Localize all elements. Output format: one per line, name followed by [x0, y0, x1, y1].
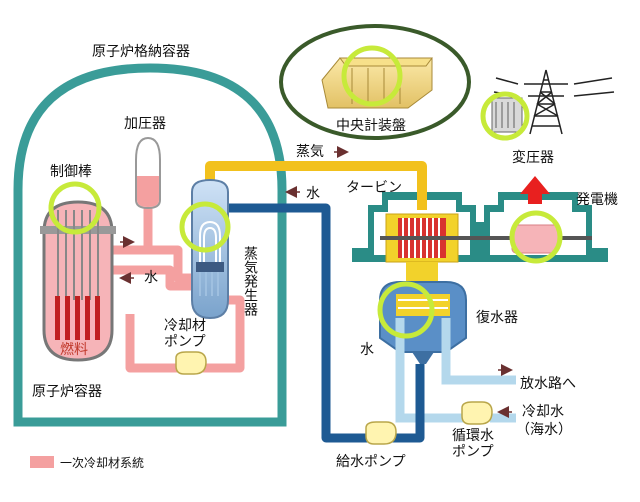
generator-body — [511, 224, 559, 254]
turbine-exhaust — [406, 262, 438, 284]
label-circ-pump-2: ポンプ — [452, 444, 494, 460]
label-generator: 発電機 — [576, 192, 618, 208]
label-water-condenser: 水 — [360, 342, 374, 358]
label-fuel: 燃料 — [60, 341, 88, 358]
highlight-rings — [48, 45, 563, 339]
label-feed-pump: 給水ポンプ — [336, 454, 406, 470]
label-reactor-vessel: 原子炉容器 — [32, 383, 102, 400]
label-circ-pump-1: 循環水 — [452, 428, 494, 444]
label-discharge: 放水路へ — [520, 376, 576, 392]
pressurizer-liquid — [137, 176, 159, 207]
feedwater-line — [224, 203, 425, 443]
transmission-tower — [493, 69, 615, 135]
circulating-water-pump — [461, 401, 493, 425]
label-central-control-panel: 中央計装盤 — [336, 118, 406, 134]
label-cooling-water-2: （海水） — [516, 422, 572, 438]
label-transformer: 変圧器 — [512, 149, 554, 166]
primary-coolant-pump — [175, 351, 207, 375]
condenser-tubes — [396, 294, 450, 316]
label-steam: 蒸気 — [296, 144, 324, 160]
legend-swatch-primary — [30, 456, 54, 468]
label-condenser: 復水器 — [476, 309, 518, 326]
label-steam-generator: 蒸気発生器 — [242, 246, 258, 316]
label-water-upper: 水 — [306, 186, 320, 202]
label-containment: 原子炉格納容器 — [92, 43, 190, 60]
control-rods — [57, 210, 99, 300]
generator-output-arrow — [520, 176, 550, 204]
feedwater-pump — [365, 421, 397, 445]
label-pressurizer: 加圧器 — [124, 116, 166, 132]
fuel-rods — [55, 296, 100, 340]
legend-label-primary: 一次冷却材系統 — [60, 456, 144, 470]
transformer — [491, 97, 523, 133]
sg-tube-sheet — [196, 262, 224, 272]
cooling-water-loop — [395, 318, 516, 423]
flow-arrows — [119, 146, 513, 418]
label-cooling-water-1: 冷却水 — [522, 404, 564, 420]
label-coolant-pump-2: ポンプ — [164, 334, 206, 350]
condenser-hotwell — [412, 352, 434, 364]
label-control-rods: 制御棒 — [50, 164, 92, 180]
sg-u-tubes — [199, 220, 221, 262]
label-coolant-pump-1: 冷却材 — [164, 318, 206, 334]
label-turbine: タービン — [346, 180, 402, 196]
label-water-primary: 水 — [144, 270, 158, 286]
